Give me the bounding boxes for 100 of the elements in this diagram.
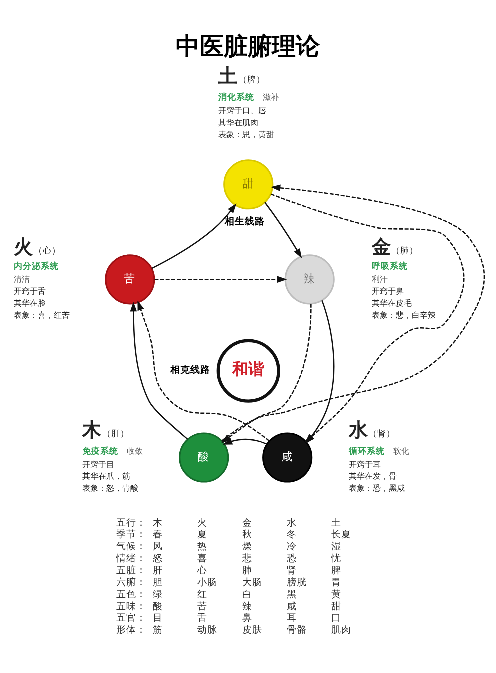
label: 五味： xyxy=(116,601,147,612)
arrow xyxy=(264,202,302,259)
label: 金 xyxy=(242,518,252,529)
label: 目 xyxy=(153,613,164,624)
label: 辣 xyxy=(242,601,252,612)
node-label: 水 xyxy=(348,419,368,442)
node-label: 表象：悲，白辛辣 xyxy=(372,310,436,320)
label: 肾 xyxy=(286,566,297,577)
label: 心 xyxy=(198,566,208,577)
node-label: 土 xyxy=(218,66,238,88)
diagram-title: 中医脏腑理论 xyxy=(176,32,320,61)
edge-label: 相克线路 xyxy=(170,364,211,376)
label: 动脉 xyxy=(198,625,218,636)
arrow xyxy=(152,204,237,270)
label: 肌肉 xyxy=(331,625,352,636)
node-label: 开窍于目 xyxy=(82,460,114,470)
label: 五色： xyxy=(116,589,147,600)
label: 红 xyxy=(198,589,208,600)
label: 耳 xyxy=(286,613,297,624)
label: 鼻 xyxy=(242,613,252,624)
label: 筋 xyxy=(153,625,164,636)
label: 土 xyxy=(331,518,342,529)
label: 小肠 xyxy=(198,577,218,588)
node-label: （肺） xyxy=(392,246,419,257)
label: 气候： xyxy=(116,542,147,553)
node-label: 开窍于耳 xyxy=(348,460,381,470)
label: 秋 xyxy=(242,530,252,541)
node-label: 免疫系统 xyxy=(82,446,118,457)
label: 肺 xyxy=(242,566,252,577)
node-label: 表象：喜，红苦 xyxy=(14,310,70,320)
label: 悲 xyxy=(242,554,252,565)
label: 白 xyxy=(242,589,252,600)
node-label: 开窍于舌 xyxy=(14,286,46,296)
node-label: 其华在肌肉 xyxy=(218,118,258,128)
node-label: 火 xyxy=(14,236,34,259)
node-label: 表象：思，黄甜 xyxy=(218,130,274,140)
arrow xyxy=(138,300,270,442)
label: 脾 xyxy=(331,566,342,577)
label: 胃 xyxy=(331,577,342,588)
arrow xyxy=(154,276,288,284)
node-label: 消化系统 xyxy=(218,93,254,104)
label: 骨骼 xyxy=(286,625,307,636)
label: 黄 xyxy=(331,589,342,600)
label: 喜 xyxy=(198,554,208,565)
label: 火 xyxy=(198,518,208,529)
label: 胆 xyxy=(153,577,164,588)
label: 黑 xyxy=(286,589,297,600)
node-label: 表象：怒，青酸 xyxy=(82,484,138,494)
label: 季节： xyxy=(116,530,147,541)
node-circle: 酸 xyxy=(179,432,230,483)
label: 木 xyxy=(153,518,164,529)
label: 五行： xyxy=(116,518,147,529)
arrow xyxy=(130,302,188,440)
node-label: 内分泌系统 xyxy=(14,262,60,272)
node-label: 金 xyxy=(372,236,391,259)
node-circle: 辣 xyxy=(284,254,335,305)
node-circle: 咸 xyxy=(262,432,313,483)
node-label: （肾） xyxy=(368,429,396,440)
node-label: 其华在脸 xyxy=(14,298,46,308)
label: 六腑： xyxy=(116,577,147,588)
label: 口 xyxy=(331,613,342,624)
label: 恐 xyxy=(286,554,297,565)
label: 形体： xyxy=(116,625,147,636)
label: 五脏： xyxy=(116,566,147,577)
label: 甜 xyxy=(331,601,342,612)
label: 夏 xyxy=(198,530,208,541)
label: 湿 xyxy=(331,542,342,553)
node-label: 其华在发，骨 xyxy=(348,472,397,482)
node-circle: 苦 xyxy=(105,254,156,305)
label: 怒 xyxy=(153,554,164,565)
label: 苦 xyxy=(198,601,208,612)
label: 酸 xyxy=(153,601,164,612)
node-label: 清洁 xyxy=(14,275,30,284)
node-label: 其华在皮毛 xyxy=(372,298,412,308)
label: 水 xyxy=(286,518,297,529)
label: 燥 xyxy=(242,542,252,553)
node-label: 滋补 xyxy=(262,93,279,102)
label: 冬 xyxy=(286,530,297,541)
node-label: 利汗 xyxy=(372,275,388,284)
label: 肝 xyxy=(153,566,164,577)
node-label: 木 xyxy=(82,419,102,442)
label: 热 xyxy=(198,542,208,553)
label: 咸 xyxy=(286,601,297,612)
node-label: 收敛 xyxy=(126,446,143,456)
node-label: 表象：恐，黑咸 xyxy=(348,484,405,494)
node-label: 循环系统 xyxy=(348,446,385,457)
node-label: 软化 xyxy=(393,446,410,456)
label: 风 xyxy=(153,542,164,553)
node-label: 其华在爪，筋 xyxy=(82,472,130,482)
label: 忧 xyxy=(331,554,342,565)
label: 情绪： xyxy=(116,554,147,565)
label: 大肠 xyxy=(242,577,262,588)
node-label: 开窍于鼻 xyxy=(372,286,404,296)
node-circle: 和谐 xyxy=(216,339,280,403)
node-label: （心） xyxy=(34,246,61,257)
label: 膀胱 xyxy=(286,577,307,588)
edge-label: 相生线路 xyxy=(224,216,265,228)
node-label: （脾） xyxy=(238,76,266,86)
label: 冷 xyxy=(286,542,297,553)
label: 春 xyxy=(153,530,164,541)
